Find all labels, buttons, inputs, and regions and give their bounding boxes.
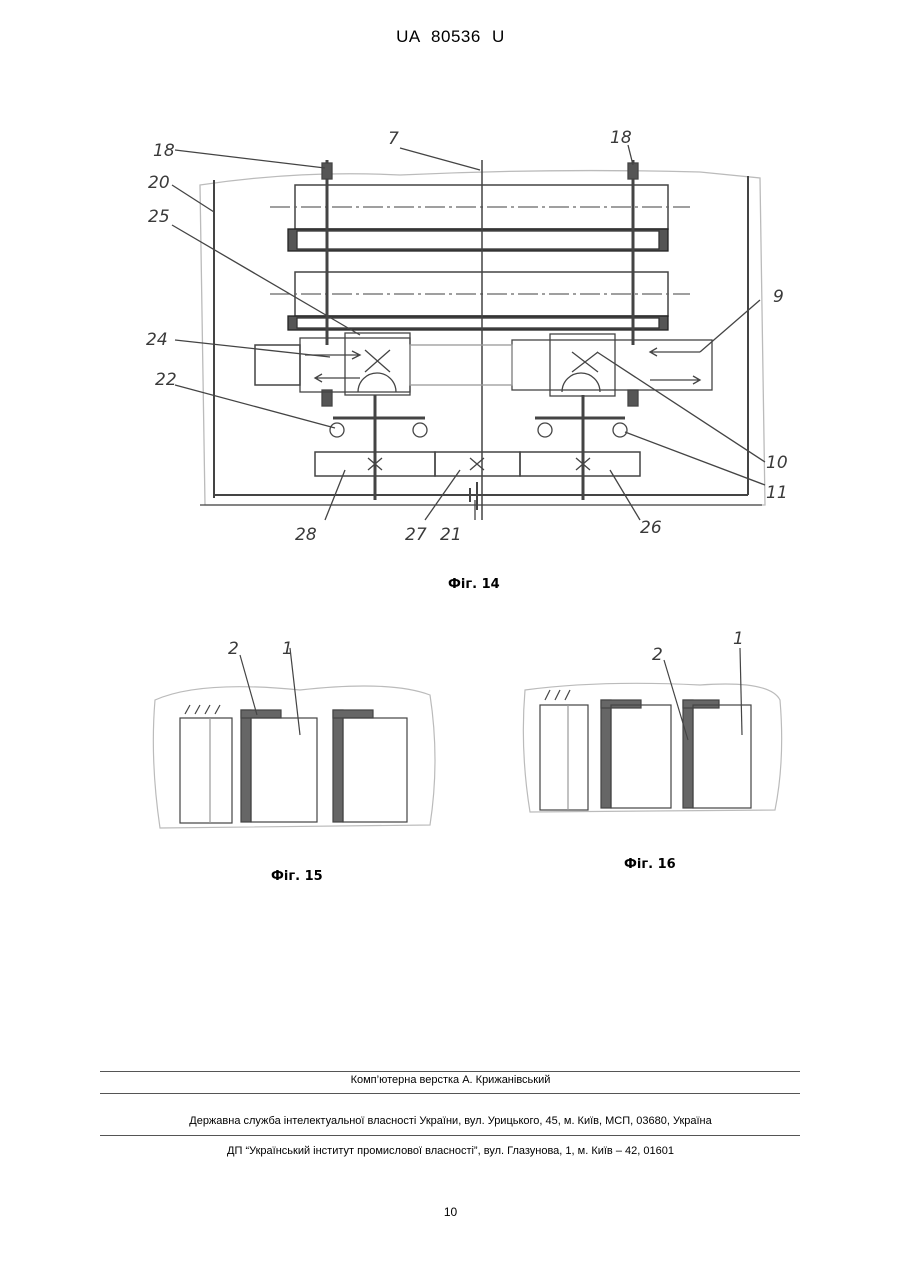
patent-office-address: Державна служба інтелектуальної власност… <box>0 1115 901 1127</box>
footer-rule-bottom <box>100 1135 800 1136</box>
label-7: 7 <box>388 129 399 149</box>
footer-rule-top <box>100 1071 800 1072</box>
label-10: 10 <box>766 453 788 473</box>
figure-15-caption: Фіг. 15 <box>271 869 323 884</box>
label-21: 21 <box>440 525 462 545</box>
label-20: 20 <box>148 173 170 193</box>
layout-credit: Комп’ютерна верстка А. Крижанівський <box>0 1074 901 1086</box>
fig16-label-1: 1 <box>733 629 744 649</box>
footer-rule-middle <box>100 1093 800 1094</box>
label-9: 9 <box>773 287 784 307</box>
label-26: 26 <box>640 518 662 538</box>
label-22: 22 <box>155 370 177 390</box>
figure-16-caption: Фіг. 16 <box>624 857 676 872</box>
figure-16-drawing <box>523 648 781 812</box>
figure-14-caption: Фіг. 14 <box>448 577 500 592</box>
fig15-label-2: 2 <box>228 639 239 659</box>
label-25: 25 <box>148 207 170 227</box>
institute-address: ДП “Український інститут промислової вла… <box>0 1145 901 1157</box>
fig15-label-1: 1 <box>282 639 293 659</box>
label-27: 27 <box>405 525 427 545</box>
label-18-right: 18 <box>610 128 632 148</box>
fig16-label-2: 2 <box>652 645 663 665</box>
label-18-left: 18 <box>153 141 175 161</box>
figure-15-drawing <box>153 648 435 828</box>
label-24: 24 <box>146 330 168 350</box>
label-11: 11 <box>766 483 788 503</box>
label-28: 28 <box>295 525 317 545</box>
page-number: 10 <box>0 1205 901 1219</box>
